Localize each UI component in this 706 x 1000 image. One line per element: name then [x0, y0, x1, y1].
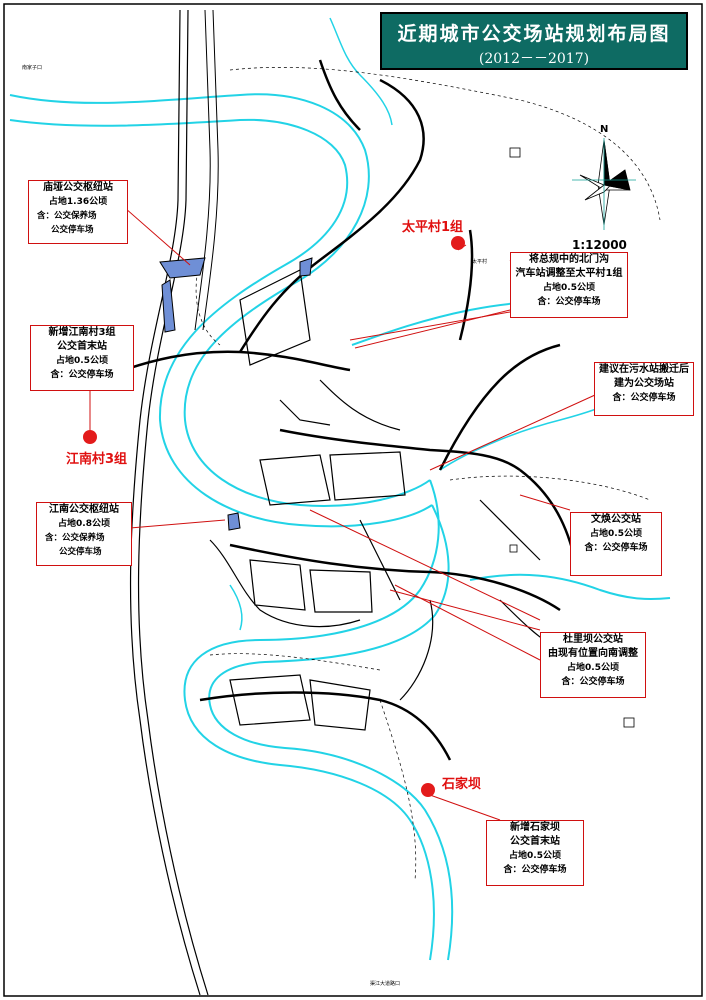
marker-shijiaba [421, 783, 435, 797]
title-box: 近期城市公交场站规划布局图 (2012－－2017) [380, 12, 688, 70]
scale-label: 1:12000 [572, 238, 627, 252]
label-top-left: 南家子口 [22, 65, 43, 71]
river [9, 17, 671, 961]
north-label: N [600, 124, 609, 135]
callout-beimengou: 将总规中的北门沟 汽车站调整至太平村1组 占地0.5公顷 含：公交停车场 [510, 252, 628, 318]
north-arrow [572, 138, 636, 230]
callout-wenhuan: 文焕公交站 占地0.5公顷 含：公交停车场 [570, 512, 662, 576]
minor-roads [209, 269, 561, 731]
marker-jiangnan3 [83, 430, 97, 444]
main-roads [109, 59, 577, 761]
map-frame [3, 3, 703, 997]
place-markers [83, 236, 465, 797]
callout-dulibar: 杜里坝公交站 由现有位置向南调整 占地0.5公顷 含：公交停车场 [540, 632, 646, 698]
map-symbols [509, 147, 635, 728]
label-bottom: 渠江大道路口 [370, 981, 401, 987]
district-boundaries [195, 67, 661, 881]
callout-wushui: 建议在污水站搬迁后 建为公交场站 含：公交停车场 [594, 362, 694, 416]
place-taiping: 太平村1组 [402, 220, 464, 235]
railway [129, 9, 219, 996]
station-shapes [159, 257, 313, 531]
callout-jiangnan-new: 新增江南村3组 公交首末站 占地0.5公顷 含：公交停车场 [30, 325, 134, 391]
place-shijiaba: 石家坝 [442, 777, 482, 792]
map-title: 近期城市公交场站规划布局图 [397, 23, 671, 45]
map-subtitle: (2012－－2017) [478, 51, 590, 67]
marker-taiping [451, 236, 465, 250]
callout-jiangnan-hub: 江南公交枢纽站 占地0.8公顷 含：公交保养场 公交停车场 [36, 502, 132, 566]
label-top-right: 太平村 [472, 259, 488, 265]
callout-shijiaba-new: 新增石家坝 公交首末站 占地0.5公顷 含：公交停车场 [486, 820, 584, 886]
callout-miaoya: 庙垭公交枢纽站 占地1.36公顷 含：公交保养场 公交停车场 [28, 180, 128, 244]
place-jiangnan3: 江南村3组 [66, 452, 128, 467]
